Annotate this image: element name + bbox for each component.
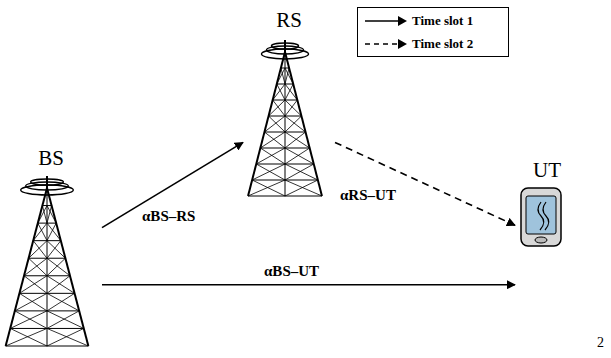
channel-label: αRS–UT [338,186,398,204]
station-tower: RS [243,8,335,200]
solid-link [102,284,515,286]
legend-text: Time slot 2 [412,36,473,52]
legend-text: Time slot 1 [412,13,473,29]
node-label: BS [0,146,102,170]
solid-link [102,142,243,227]
channel-label: αBS–RS [140,207,197,225]
tower-icon [0,146,94,350]
channel-label: αBS–UT [262,262,321,280]
legend-line-sample [364,38,408,50]
tower-icon [243,8,327,200]
legend-row: Time slot 2 [358,34,508,54]
user-terminal: UT [515,158,579,290]
station-tower: BS [0,146,102,350]
legend-line-sample [364,15,408,27]
page-number: 2 [597,335,604,351]
legend-row: Time slot 1 [358,11,508,31]
dashed-link [335,142,515,225]
node-label: UT [515,158,579,182]
node-label: RS [243,8,335,32]
legend-box: Time slot 1 Time slot 2 [357,7,509,57]
